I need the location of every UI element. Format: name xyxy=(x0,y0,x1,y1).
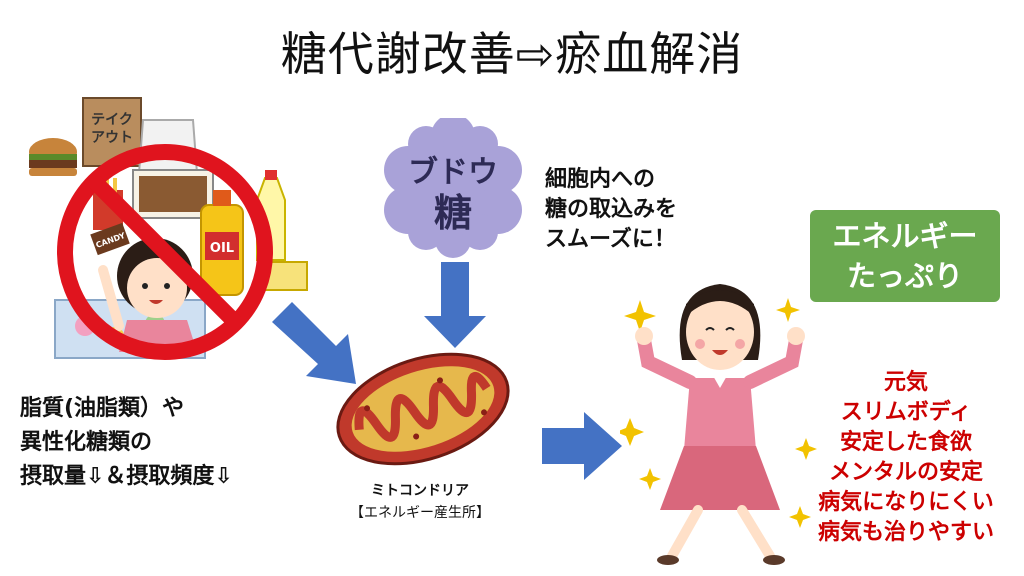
benefits-list: 元気 スリムボディ 安定した食欲 メンタルの安定 病気になりにくい 病気も治りや… xyxy=(790,368,1022,548)
grape-sugar-line-1: ブドウ xyxy=(408,155,498,190)
mitochondria-name: ミトコンドリア xyxy=(371,483,469,499)
bento-box xyxy=(132,169,214,219)
junk-food-illustration: テイク アウト OIL CANDY xyxy=(29,97,308,360)
burger xyxy=(29,138,77,176)
middle-text-line-1: 細胞内への xyxy=(545,167,656,192)
middle-text-line-3: スムーズに！ xyxy=(545,227,676,252)
grape-cloud xyxy=(384,118,522,258)
left-description: 脂質(油脂類）や異性化糖類の摂取量⇩＆摂取頻度⇩ xyxy=(20,392,233,494)
mitochondria-label: ミトコンドリア 【エネルギー産生所】 xyxy=(330,480,510,524)
arrow-down xyxy=(424,262,486,348)
badge-line-1: エネルギー xyxy=(832,219,978,253)
left-text-line-2: 異性化糖類の xyxy=(20,430,153,455)
benefit-item: 病気も治りやすい xyxy=(817,520,994,545)
oil-bottle: OIL xyxy=(200,190,244,296)
sparkle-icon xyxy=(620,298,817,528)
middle-text-line-2: 糖の取込みを xyxy=(545,197,678,222)
grape-sugar-illustration: ブドウ 糖 xyxy=(384,118,522,258)
badge-line-2: たっぷり xyxy=(846,259,963,293)
no-sign-icon xyxy=(57,144,273,360)
middle-description: 細胞内への糖の取込みをスムーズに！ xyxy=(545,165,677,255)
mitochondria-subtitle: 【エネルギー産生所】 xyxy=(350,505,490,521)
page-title: 糖代謝改善⇨瘀血解消 xyxy=(280,27,744,81)
grape-sugar-line-2: 糖 xyxy=(434,191,472,235)
benefit-item: 安定した食欲 xyxy=(839,430,972,455)
benefit-item: メンタルの安定 xyxy=(828,460,983,485)
benefit-item: 元気 xyxy=(883,370,928,395)
benefit-item: スリムボディ xyxy=(840,400,972,425)
takeout-label-2: アウト xyxy=(91,130,133,146)
energy-badge: エネルギーたっぷり xyxy=(810,210,1000,302)
oil-label: OIL xyxy=(210,241,234,256)
candy-bag: CANDY xyxy=(90,222,130,256)
arrow-diagonal xyxy=(272,302,356,384)
mitochondria-illustration xyxy=(336,352,510,466)
left-text-line-1: 脂質(油脂類）や xyxy=(20,396,185,421)
takeout-label-1: テイク xyxy=(91,112,133,128)
benefit-item: 病気になりにくい xyxy=(818,490,994,515)
arrow-right xyxy=(542,412,622,480)
left-text-line-3: 摂取量⇩＆摂取頻度⇩ xyxy=(20,464,233,489)
energetic-girl-illustration xyxy=(620,284,817,565)
